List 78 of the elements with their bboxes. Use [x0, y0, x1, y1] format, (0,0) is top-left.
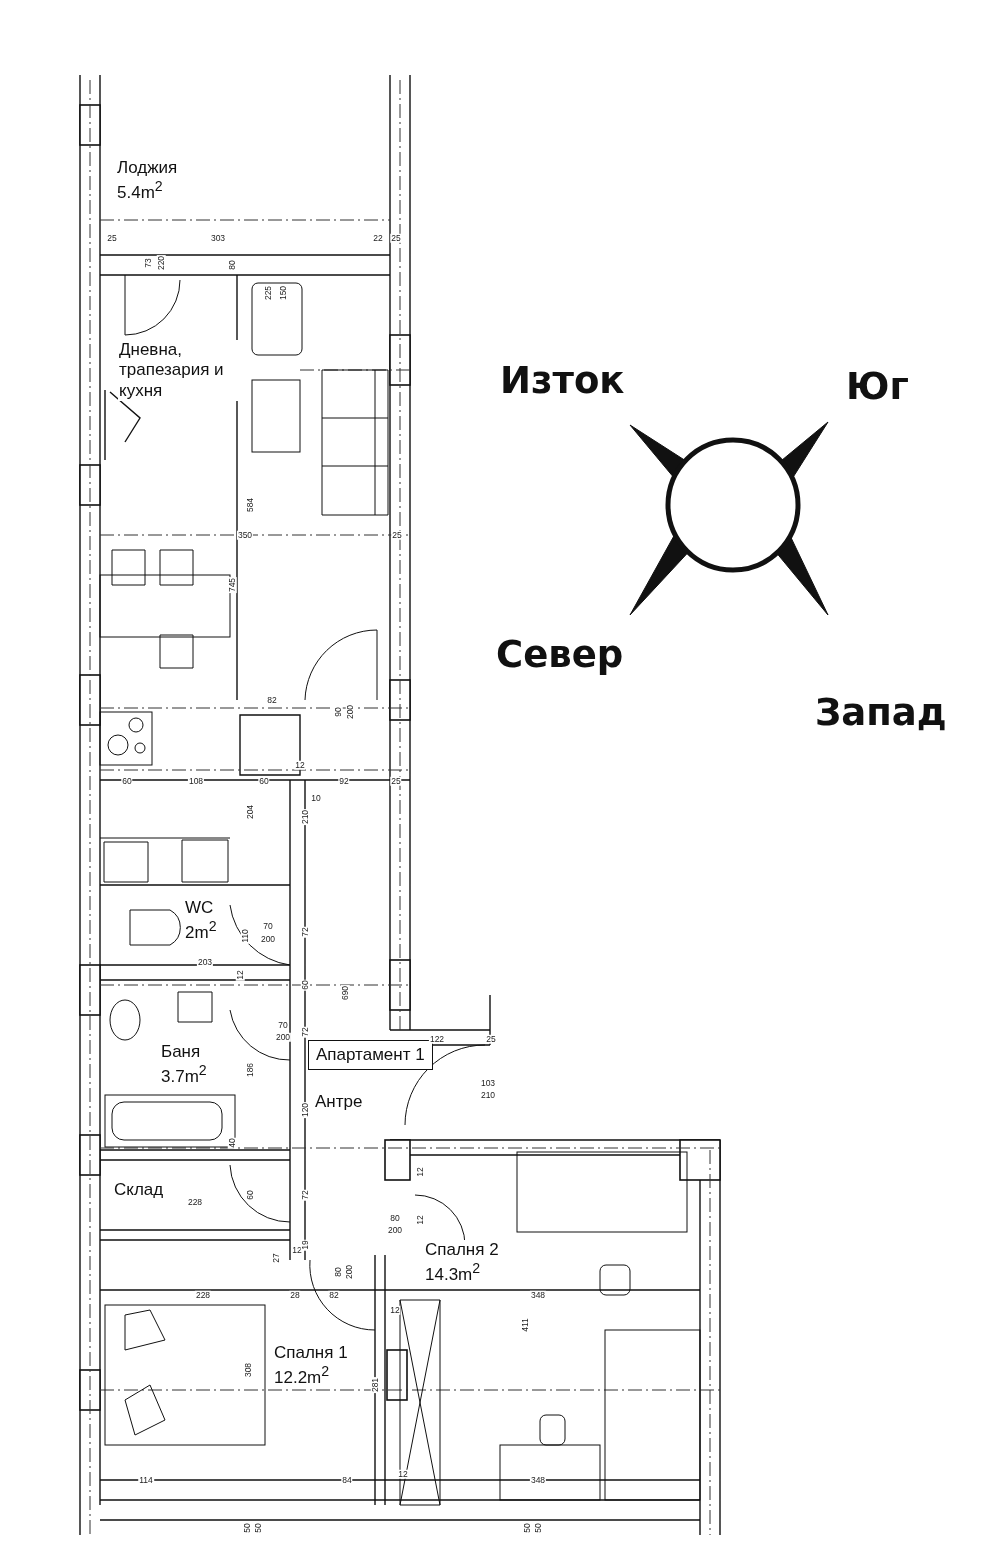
dimension-value: 12 — [389, 1305, 401, 1315]
compass-direction: Север — [496, 636, 624, 673]
dimension-value: 12 — [397, 1469, 409, 1479]
dimension-value: 72 — [300, 926, 310, 938]
label-box — [308, 1040, 433, 1071]
dimension-value: 225 — [263, 284, 273, 302]
dimension-value: 210 — [479, 1090, 497, 1100]
dimension-value: 308 — [243, 1361, 253, 1379]
dimension-value: 80 — [389, 1213, 401, 1223]
dimension-value: 27 — [271, 1252, 281, 1264]
dimension-value: 745 — [227, 576, 237, 594]
dimension-value: 220 — [156, 254, 166, 272]
dimension-value: 348 — [529, 1290, 547, 1300]
dimension-value: 50 — [242, 1522, 252, 1534]
dimension-value: 10 — [310, 793, 322, 803]
dimension-value: 70 — [277, 1020, 289, 1030]
dimension-value: 200 — [345, 703, 355, 721]
dimension-value: 228 — [194, 1290, 212, 1300]
dimension-value: 186 — [245, 1061, 255, 1079]
dimension-value: 110 — [240, 928, 250, 944]
dimension-value: 25 — [390, 233, 402, 243]
room-name: Апартамент 1 — [315, 1045, 426, 1066]
dimension-value: 303 — [209, 233, 227, 243]
dimension-value: 108 — [187, 776, 205, 786]
compass-direction: Запад — [815, 694, 947, 731]
dimension-value: 60 — [300, 979, 310, 991]
dimension-value: 350 — [236, 530, 254, 540]
dimension-value: 60 — [245, 1189, 255, 1201]
dimension-value: 200 — [386, 1225, 404, 1235]
dimension-value: 584 — [245, 496, 255, 514]
room-name: Склад — [113, 1180, 165, 1201]
dimension-value: 210 — [300, 808, 310, 826]
dimension-value: 25 — [485, 1034, 497, 1044]
dimension-value: 200 — [259, 934, 277, 944]
dimension-value: 103 — [479, 1078, 497, 1088]
dimension-value: 82 — [328, 1290, 340, 1300]
dimension-value: 200 — [344, 1263, 354, 1281]
dimension-value: 204 — [245, 803, 255, 821]
dimension-value: 25 — [391, 530, 403, 540]
dimension-value: 90 — [333, 706, 343, 718]
dimension-value: 120 — [300, 1101, 310, 1119]
dimension-value: 28 — [289, 1290, 301, 1300]
dimension-value: 72 — [300, 1026, 310, 1038]
dimension-value: 73 — [143, 257, 153, 269]
dimension-value: 12 — [415, 1214, 425, 1226]
dimension-value: 411 — [520, 1317, 530, 1333]
dimension-value: 70 — [262, 921, 274, 931]
dimension-value: 12 — [294, 760, 306, 770]
dimension-value: 60 — [258, 776, 270, 786]
dimension-value: 12 — [415, 1166, 425, 1178]
dimension-value: 228 — [186, 1197, 204, 1207]
dimension-value: 82 — [266, 695, 278, 705]
dimension-value: 22 — [372, 233, 384, 243]
dimension-value: 150 — [278, 284, 288, 302]
dimension-value: 80 — [333, 1266, 343, 1278]
dimension-value: 348 — [529, 1475, 547, 1485]
dimension-value: 690 — [340, 984, 350, 1002]
dimension-value: 25 — [390, 776, 402, 786]
dimension-value: 50 — [522, 1522, 532, 1534]
dimension-value: 203 — [196, 957, 214, 967]
dimension-value: 114 — [138, 1475, 154, 1485]
dimension-value: 60 — [121, 776, 133, 786]
dimension-value: 12 — [235, 969, 245, 981]
compass-direction: Изток — [500, 362, 625, 399]
dimension-value: 80 — [227, 259, 237, 271]
dimension-value: 50 — [533, 1522, 543, 1534]
room-name: Лоджия — [116, 158, 179, 179]
dimension-value: 122 — [428, 1034, 446, 1044]
dimension-value: 40 — [227, 1137, 237, 1149]
dimension-value: 50 — [253, 1522, 263, 1534]
dimension-value: 200 — [274, 1032, 292, 1042]
compass-direction: Юг — [846, 368, 909, 405]
dimension-value: 84 — [341, 1475, 353, 1485]
dimension-value: 281 — [370, 1376, 380, 1394]
dimension-value: 92 — [338, 776, 350, 786]
room-name: Антре — [314, 1092, 364, 1113]
dimension-value: 25 — [106, 233, 118, 243]
dimension-value: 72 — [300, 1189, 310, 1201]
